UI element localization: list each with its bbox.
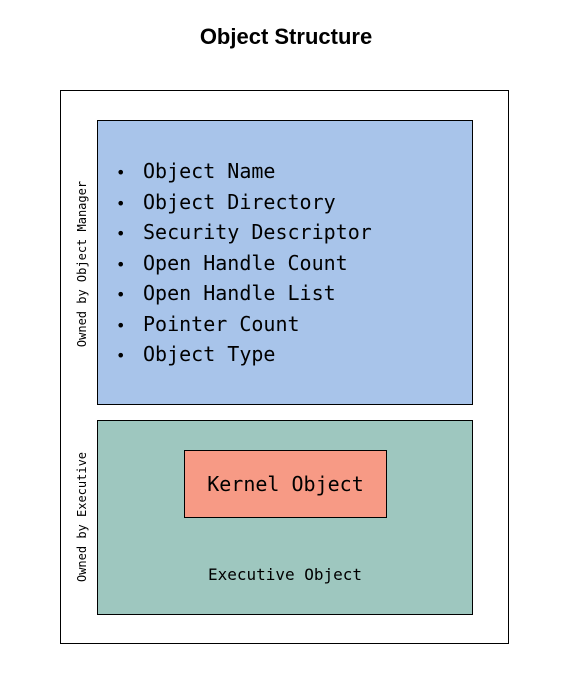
attribute-label: Object Name bbox=[143, 159, 276, 183]
list-item: • Object Directory bbox=[116, 187, 372, 218]
bullet-icon: • bbox=[116, 346, 126, 365]
kernel-object-box: Kernel Object bbox=[184, 450, 387, 518]
attribute-label: Pointer Count bbox=[143, 311, 300, 336]
bullet-icon: • bbox=[116, 193, 126, 213]
side-label-executive: Owned by Executive bbox=[75, 451, 89, 583]
header-attribute-list: • Object Name • Object Directory • Security… bbox=[116, 156, 372, 370]
bullet-icon: • bbox=[116, 163, 126, 182]
side-label-object-manager: Owned by Object Manager bbox=[75, 180, 89, 348]
bullet-icon: • bbox=[116, 254, 126, 274]
list-item: • Open Handle Count bbox=[116, 248, 372, 279]
attribute-label: Security Descriptor bbox=[143, 220, 372, 244]
list-item: • Object Type bbox=[116, 339, 372, 370]
object-header-box bbox=[97, 120, 473, 405]
bullet-icon: • bbox=[116, 315, 126, 335]
list-item: • Object Name bbox=[116, 156, 372, 187]
executive-object-label: Executive Object bbox=[207, 565, 363, 584]
list-item: • Pointer Count bbox=[116, 309, 372, 340]
bullet-icon: • bbox=[116, 285, 126, 304]
attribute-label: Open Handle List bbox=[143, 281, 336, 305]
attribute-label: Open Handle Count bbox=[143, 250, 348, 275]
list-item: • Open Handle List bbox=[116, 278, 372, 309]
diagram-title: Object Structure bbox=[199, 24, 373, 49]
bullet-icon: • bbox=[116, 224, 126, 243]
attribute-label: Object Directory bbox=[143, 189, 336, 214]
attribute-label: Object Type bbox=[143, 342, 276, 366]
list-item: • Security Descriptor bbox=[116, 217, 372, 248]
kernel-object-label: Kernel Object bbox=[207, 472, 364, 496]
